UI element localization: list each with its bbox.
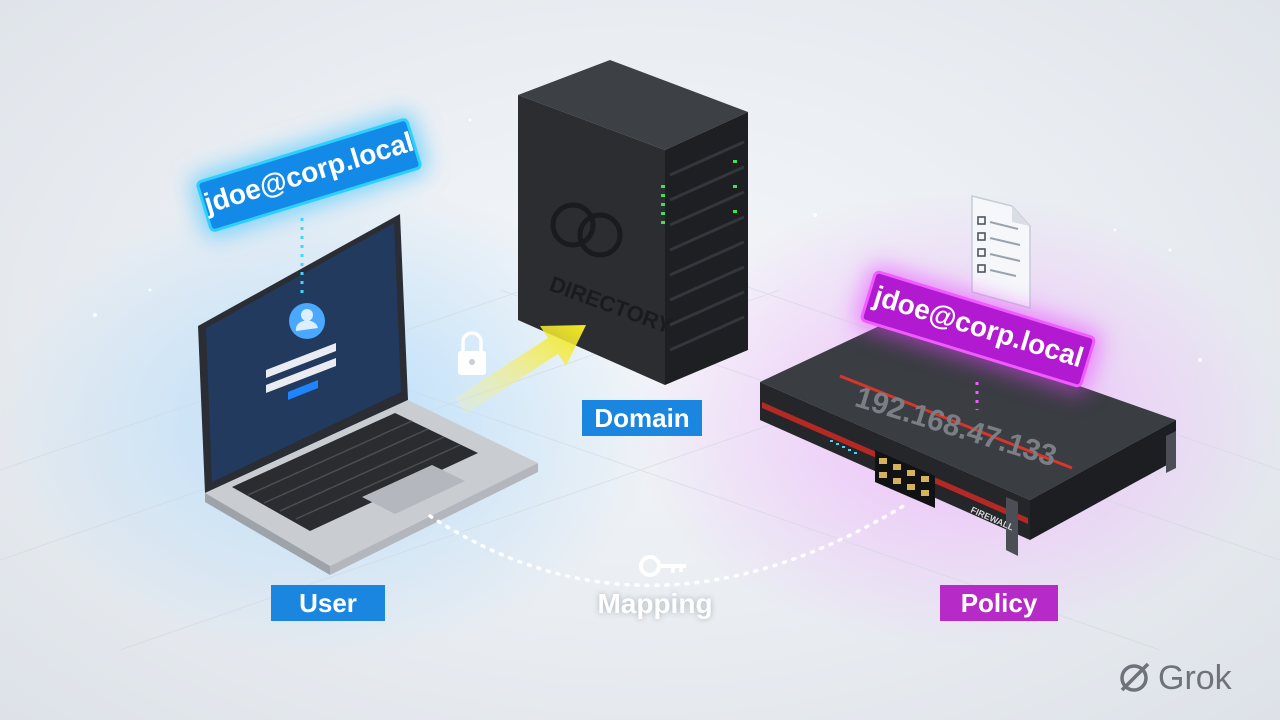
auth-arrow xyxy=(455,325,586,414)
mapping-arc xyxy=(428,503,907,587)
document-checklist-icon xyxy=(971,195,1031,309)
lock-icon xyxy=(458,331,486,375)
status-leds xyxy=(830,440,857,454)
sparkles xyxy=(93,118,1202,362)
firewall-device: FIREWALL xyxy=(760,320,1176,556)
key-icon xyxy=(639,555,686,577)
mapping-label: Mapping xyxy=(597,588,713,619)
login-button xyxy=(288,380,318,400)
grok-logo-icon xyxy=(1120,662,1150,692)
username-field xyxy=(266,343,336,378)
domain-label: Domain xyxy=(582,400,702,436)
keyboard xyxy=(232,413,478,531)
trackpad xyxy=(362,465,465,514)
user-label: User xyxy=(271,585,385,621)
password-field xyxy=(266,358,336,393)
directory-server: DIRECTORY xyxy=(518,60,748,385)
ip-strike-line xyxy=(839,374,1073,470)
user-avatar-icon xyxy=(289,303,325,339)
server-status-leds xyxy=(661,160,737,224)
grok-watermark: Grok xyxy=(1116,656,1232,700)
laptop xyxy=(198,214,538,575)
policy-label: Policy xyxy=(940,585,1058,621)
directory-logo-icon xyxy=(550,202,623,258)
ethernet-ports xyxy=(875,450,935,508)
brand-name: Grok xyxy=(1158,658,1232,697)
